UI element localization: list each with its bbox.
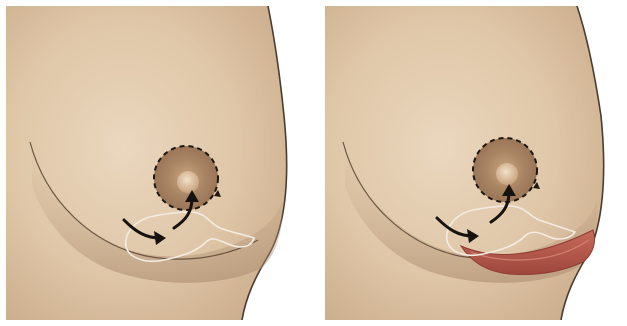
panel-right-illustration — [325, 6, 621, 320]
panel-left-flap-design — [6, 6, 302, 320]
nipple — [496, 163, 518, 185]
panel-right-excision — [325, 6, 621, 320]
panel-left-illustration — [6, 6, 302, 320]
nipple — [177, 171, 199, 193]
